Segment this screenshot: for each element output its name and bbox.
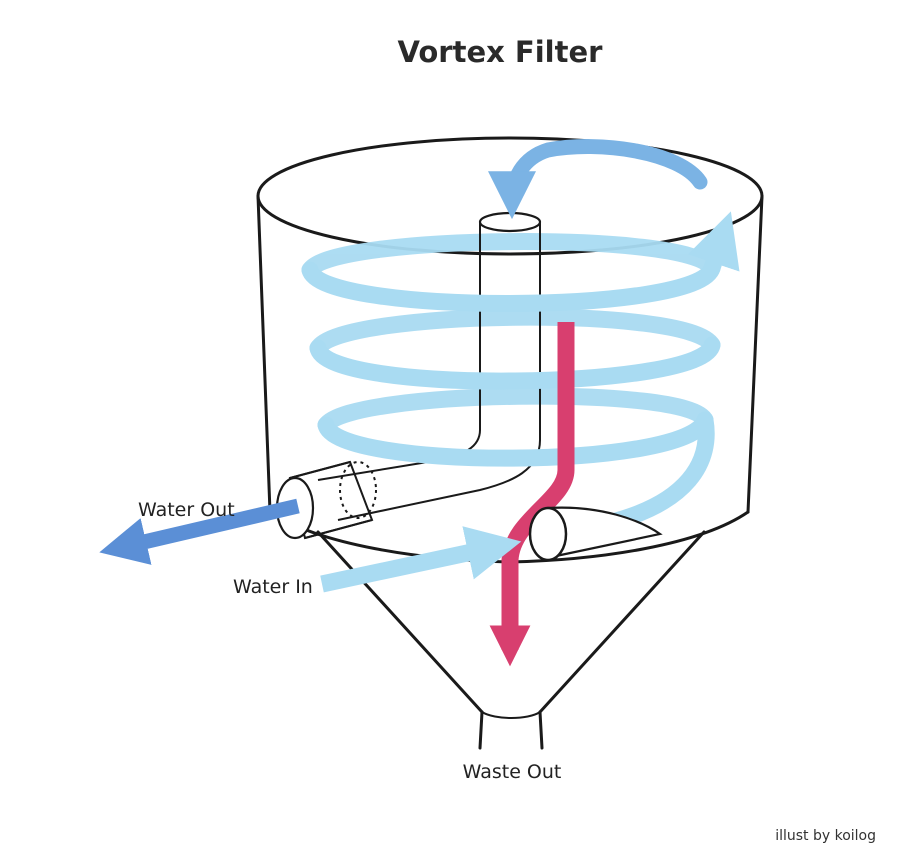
swirl-front — [301, 211, 740, 534]
waste-out-label: Waste Out — [463, 761, 562, 783]
water-out-pipe-inner — [339, 461, 377, 519]
cone-left — [316, 530, 484, 714]
water-out-arrow — [99, 498, 300, 565]
waste-flow-arrow — [489, 322, 575, 667]
tank-left-wall — [256, 194, 272, 514]
cone-right — [538, 530, 706, 714]
swirl-back — [301, 233, 721, 434]
water-in-label: Water In — [233, 576, 313, 598]
center-pipe-right-edge — [337, 222, 541, 521]
water-in-arrow — [320, 526, 522, 593]
water-in-pipe-mouth — [528, 506, 568, 562]
outlet-left — [478, 710, 484, 750]
tank — [256, 136, 764, 750]
water-in-pipe — [528, 506, 663, 562]
tank-right-wall — [746, 194, 764, 514]
center-pipe-top — [478, 211, 542, 233]
diagram-title: Vortex Filter — [398, 35, 604, 69]
illustration-credit: illust by koilog — [775, 828, 876, 844]
outlet-rim — [481, 711, 541, 719]
top-return-arrow — [488, 139, 708, 220]
water-out-label: Water Out — [138, 499, 235, 521]
outlet-right — [538, 710, 544, 750]
